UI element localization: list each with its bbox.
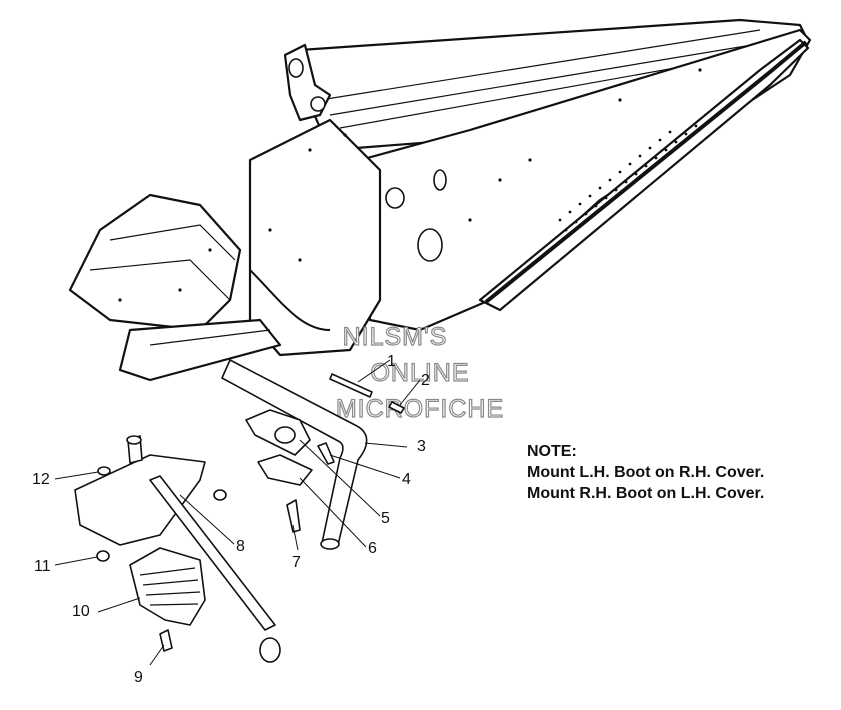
callout-numbers: 1 2 3 4 5 6 7 8 9 10 11 12: [32, 353, 430, 686]
part-7-bolt: [286, 499, 301, 533]
callout-11: 11: [34, 558, 51, 575]
watermark-line-1: NILSM'S: [343, 323, 448, 351]
note-line-1: Mount L.H. Boot on R.H. Cover.: [527, 464, 765, 481]
leader-lines: [54, 359, 421, 666]
callout-4: 4: [402, 471, 411, 488]
callout-9: 9: [134, 669, 143, 686]
part-11-bolt: [96, 550, 110, 562]
perforation-pattern: [118, 68, 702, 302]
callout-6: 6: [368, 540, 377, 557]
callout-8: 8: [236, 538, 245, 555]
watermark: NILSM'S ONLINE MICROFICHE: [335, 322, 504, 423]
watermark-line-2: ONLINE: [370, 359, 469, 387]
callout-7: 7: [292, 554, 301, 571]
chassis-frame: [68, 18, 812, 382]
part-1-pin: [329, 373, 373, 398]
part-10-boot: [129, 547, 206, 626]
exploded-parts: [74, 359, 405, 663]
callout-10: 10: [72, 603, 90, 620]
part-2-bolt: [388, 401, 405, 414]
note-line-2: Mount R.H. Boot on L.H. Cover.: [527, 485, 765, 502]
part-4-bolt: [317, 442, 335, 465]
callout-12: 12: [32, 471, 50, 488]
callout-2: 2: [421, 372, 430, 389]
note-heading: NOTE:: [527, 443, 577, 460]
callout-5: 5: [381, 510, 390, 527]
callout-3: 3: [417, 438, 426, 455]
assembly-note: NOTE: Mount L.H. Boot on R.H. Cover. Mou…: [527, 441, 764, 504]
callout-1: 1: [387, 353, 396, 370]
part-6-clamp: [257, 454, 313, 486]
part-12-washer: [97, 466, 111, 476]
watermark-line-3: MICROFICHE: [336, 395, 504, 423]
